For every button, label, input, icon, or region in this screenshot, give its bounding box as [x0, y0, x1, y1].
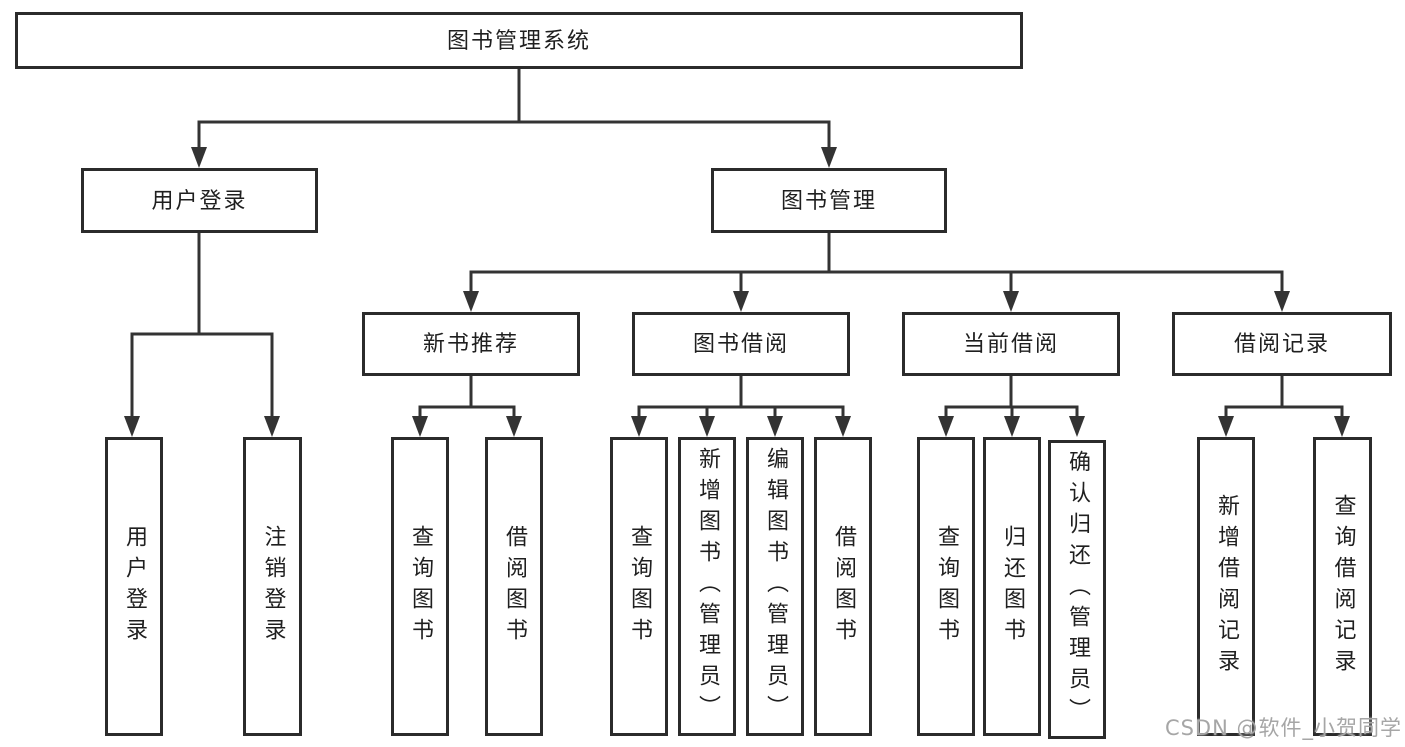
node-borrow-records: 借阅记录	[1172, 312, 1392, 376]
node-book-borrowing: 图书借阅	[632, 312, 850, 376]
leaf-bb-add-books-admin: 新增图书（管理员）	[678, 437, 736, 736]
connector-arrowheads	[124, 147, 1350, 437]
leaf-nbr-borrow-books: 借阅图书	[485, 437, 543, 736]
leaf-user-login: 用户登录	[105, 437, 163, 736]
watermark: CSDN @软件_小贺同学	[1164, 716, 1402, 740]
leaf-bb-borrow-books: 借阅图书	[814, 437, 872, 736]
node-new-book-recommend: 新书推荐	[362, 312, 580, 376]
leaf-cb-confirm-return-admin: 确认归还（管理员）	[1048, 440, 1106, 739]
leaf-cb-return-books: 归还图书	[983, 437, 1041, 736]
leaf-bb-query-books: 查询图书	[610, 437, 668, 736]
leaf-cb-query-books: 查询图书	[917, 437, 975, 736]
leaf-br-query-record: 查询借阅记录	[1313, 437, 1372, 736]
leaf-bb-edit-books-admin: 编辑图书（管理员）	[746, 437, 804, 736]
leaf-nbr-query-books: 查询图书	[391, 437, 449, 736]
node-library-system: 图书管理系统	[15, 12, 1023, 69]
node-user-login-branch: 用户登录	[81, 168, 318, 233]
node-book-management-branch: 图书管理	[711, 168, 947, 233]
node-current-borrowing: 当前借阅	[902, 312, 1120, 376]
leaf-br-add-record: 新增借阅记录	[1197, 437, 1255, 736]
leaf-logout: 注销登录	[243, 437, 302, 736]
connector-paths	[130, 67, 1344, 420]
